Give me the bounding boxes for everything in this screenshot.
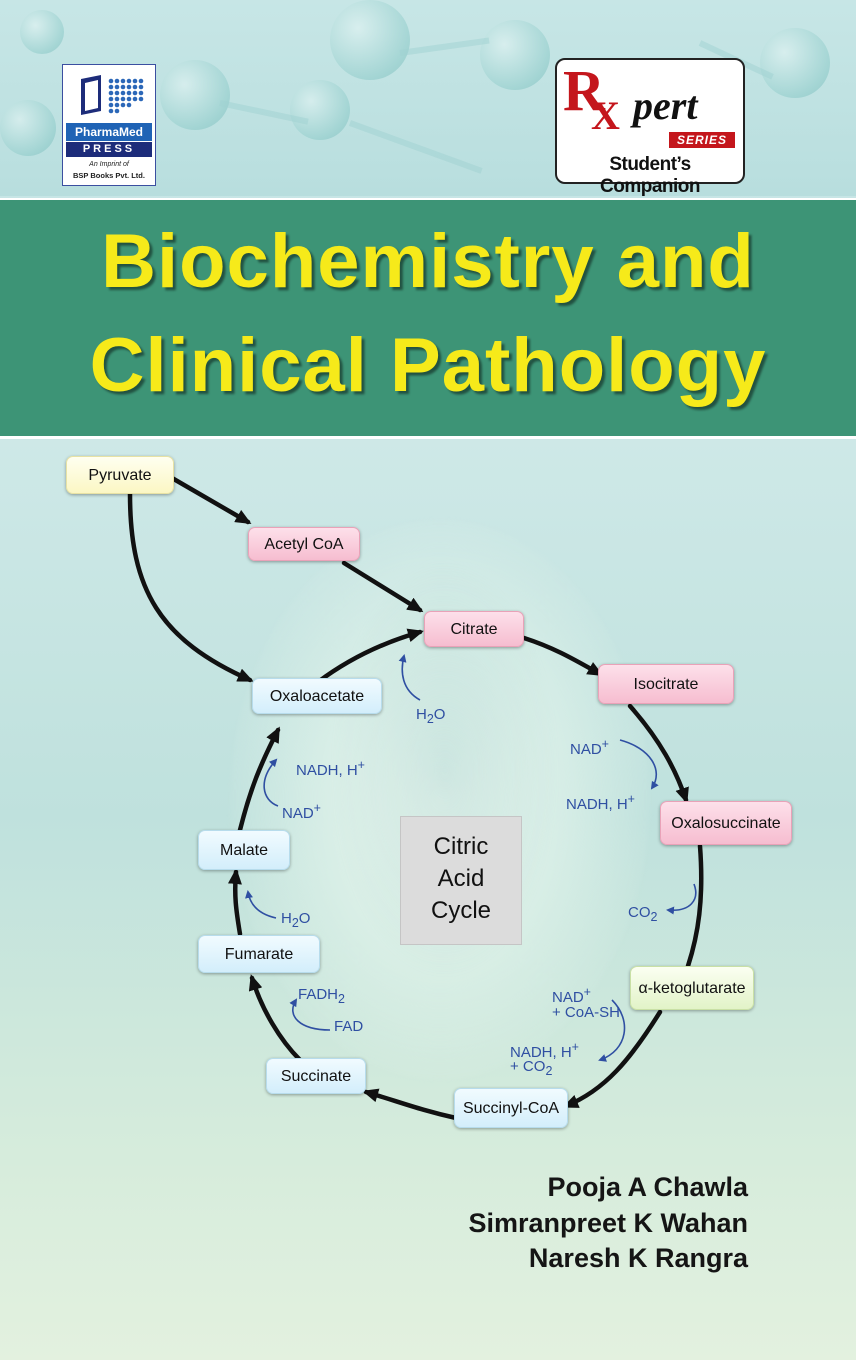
publisher-name: PharmaMed	[66, 123, 152, 141]
molecule-decoration	[0, 100, 56, 156]
cofactor-h2o-2: H2O	[281, 910, 310, 930]
cofactor-superscript: +	[571, 1040, 579, 1054]
node-oxalosuccinate: Oxalosuccinate	[660, 801, 792, 845]
cofactor-arrow-nad-2	[598, 999, 626, 1062]
cycle-title-line-3: Cycle	[430, 897, 491, 924]
molecule-decoration	[290, 80, 350, 140]
series-rx-letter: R	[563, 58, 605, 123]
imprint-text: An Imprint of	[89, 161, 129, 168]
arrow-isocitrate-oxalosuccinate	[627, 703, 689, 804]
cofactor-superscript: +	[313, 801, 321, 815]
arrow-malate-oxaloacetate	[237, 726, 281, 833]
cofactor-coash: + CoA-SH	[552, 1004, 620, 1021]
cofactor-nad-3: NAD+	[282, 801, 321, 822]
cofactor-superscript: +	[601, 737, 609, 751]
node-isocitrate: Isocitrate	[598, 664, 734, 704]
cofactor-arrow-nad-1	[619, 739, 659, 790]
cofactor-nad-2: NAD+	[552, 985, 591, 1006]
cofactor-subscript: 2	[338, 992, 345, 1006]
node-oxaloacetate: Oxaloacetate	[252, 678, 382, 714]
series-x-letter: X	[591, 93, 620, 138]
cofactor-nadh-1: NADH, H+	[566, 792, 635, 813]
cofactor-text: NADH, H	[296, 762, 358, 779]
book-logo-icon	[81, 75, 144, 115]
node-alpha-ketoglutarate: α-ketoglutarate	[630, 966, 754, 1010]
arrow-oxaloacetate-citrate	[315, 628, 424, 685]
cycle-title-box: Citric Acid Cycle	[400, 816, 522, 945]
cofactor-text: CO	[628, 904, 651, 921]
molecule-decoration	[480, 20, 550, 90]
cycle-title-line-2: Acid	[437, 865, 485, 892]
cofactor-subscript: 2	[545, 1064, 553, 1078]
arrow-pyruvate-oxaloacetate	[127, 491, 254, 683]
cofactor-fadh2: FADH2	[298, 986, 345, 1006]
node-succinate: Succinate	[266, 1058, 366, 1094]
molecule-decoration	[760, 28, 830, 98]
book-title-line-2: Clinical Pathology	[89, 323, 767, 408]
cofactor-text: O	[433, 706, 446, 723]
cofactor-fad: FAD	[334, 1018, 364, 1035]
cofactor-nadh-2: NADH, H+	[510, 1040, 579, 1061]
cofactor-subscript: 2	[291, 916, 299, 930]
node-citrate: Citrate	[424, 611, 524, 647]
cofactor-arrow-fad	[289, 998, 331, 1031]
cofactor-subscript: 2	[426, 712, 434, 726]
cofactor-superscript: +	[357, 758, 365, 772]
publisher-logo: PharmaMed PRESS An Imprint of BSP Books …	[62, 64, 156, 186]
arrow-acetylcoa-citrate	[341, 560, 424, 613]
molecule-decoration	[20, 10, 64, 54]
title-band: Biochemistry and Clinical Pathology	[0, 198, 856, 439]
arrow-fumarate-malate	[227, 868, 243, 937]
node-pyruvate: Pyruvate	[66, 456, 174, 494]
arrow-succinate-fumarate	[248, 974, 303, 1063]
molecule-decoration	[160, 60, 230, 130]
book-title-line-1: Biochemistry and	[101, 219, 755, 304]
node-malate: Malate	[198, 830, 290, 870]
cofactor-co2-2: + CO2	[510, 1058, 552, 1078]
cofactor-superscript: +	[627, 792, 635, 806]
cofactor-subscript: 2	[650, 910, 658, 924]
series-companion: Student’s Companion	[600, 154, 701, 197]
cofactor-text: NAD	[570, 741, 602, 758]
cycle-title-line-1: Citric	[433, 833, 489, 860]
cofactor-text: NAD	[552, 989, 584, 1006]
cofactor-nad-1: NAD+	[570, 737, 609, 758]
cofactor-text: H	[281, 910, 292, 927]
node-acetyl-coa: Acetyl CoA	[248, 527, 360, 561]
cofactor-text: NAD	[282, 805, 314, 822]
cofactor-text: FADH	[298, 986, 339, 1003]
cofactor-text: NADH, H	[510, 1044, 572, 1061]
molecule-decoration	[330, 0, 410, 80]
cofactor-text: O	[298, 910, 311, 927]
author-3: Naresh K Rangra	[528, 1243, 748, 1273]
cofactor-superscript: +	[583, 985, 591, 999]
cofactor-text: H	[416, 706, 427, 723]
arrow-pyruvate-acetylcoa	[169, 475, 252, 525]
series-pert-text: pert	[633, 83, 698, 128]
cofactor-arrow-nad-3	[263, 758, 279, 807]
cofactor-co2-1: CO2	[628, 904, 657, 924]
node-fumarate: Fumarate	[198, 935, 320, 973]
publisher-press: PRESS	[66, 142, 152, 157]
author-2: Simranpreet K Wahan	[468, 1208, 748, 1238]
cofactor-h2o-top: H2O	[416, 706, 445, 726]
arrow-citrate-isocitrate	[521, 635, 604, 677]
arrow-oxalosuccinate-ketoglutarate	[685, 843, 704, 969]
node-succinyl-coa: Succinyl-CoA	[454, 1088, 568, 1128]
publisher-company: BSP Books Pvt. Ltd.	[73, 171, 145, 180]
arrow-succinylcoa-succinate	[362, 1088, 459, 1121]
author-1: Pooja A Chawla	[547, 1172, 748, 1202]
series-label: SERIES	[669, 132, 735, 148]
cofactor-text: NADH, H	[566, 796, 628, 813]
cofactor-arrow-co2-1	[666, 883, 697, 915]
cofactor-arrow-h2o-2	[245, 890, 277, 919]
cofactor-nadh-3: NADH, H+	[296, 758, 365, 779]
cofactor-arrow-h2o-top	[398, 654, 421, 701]
series-logo: R X pert SERIES Student’s Companion	[555, 58, 745, 197]
cofactor-text: + CO	[510, 1058, 546, 1075]
arrow-ketoglutarate-succinylcoa	[562, 1009, 663, 1109]
